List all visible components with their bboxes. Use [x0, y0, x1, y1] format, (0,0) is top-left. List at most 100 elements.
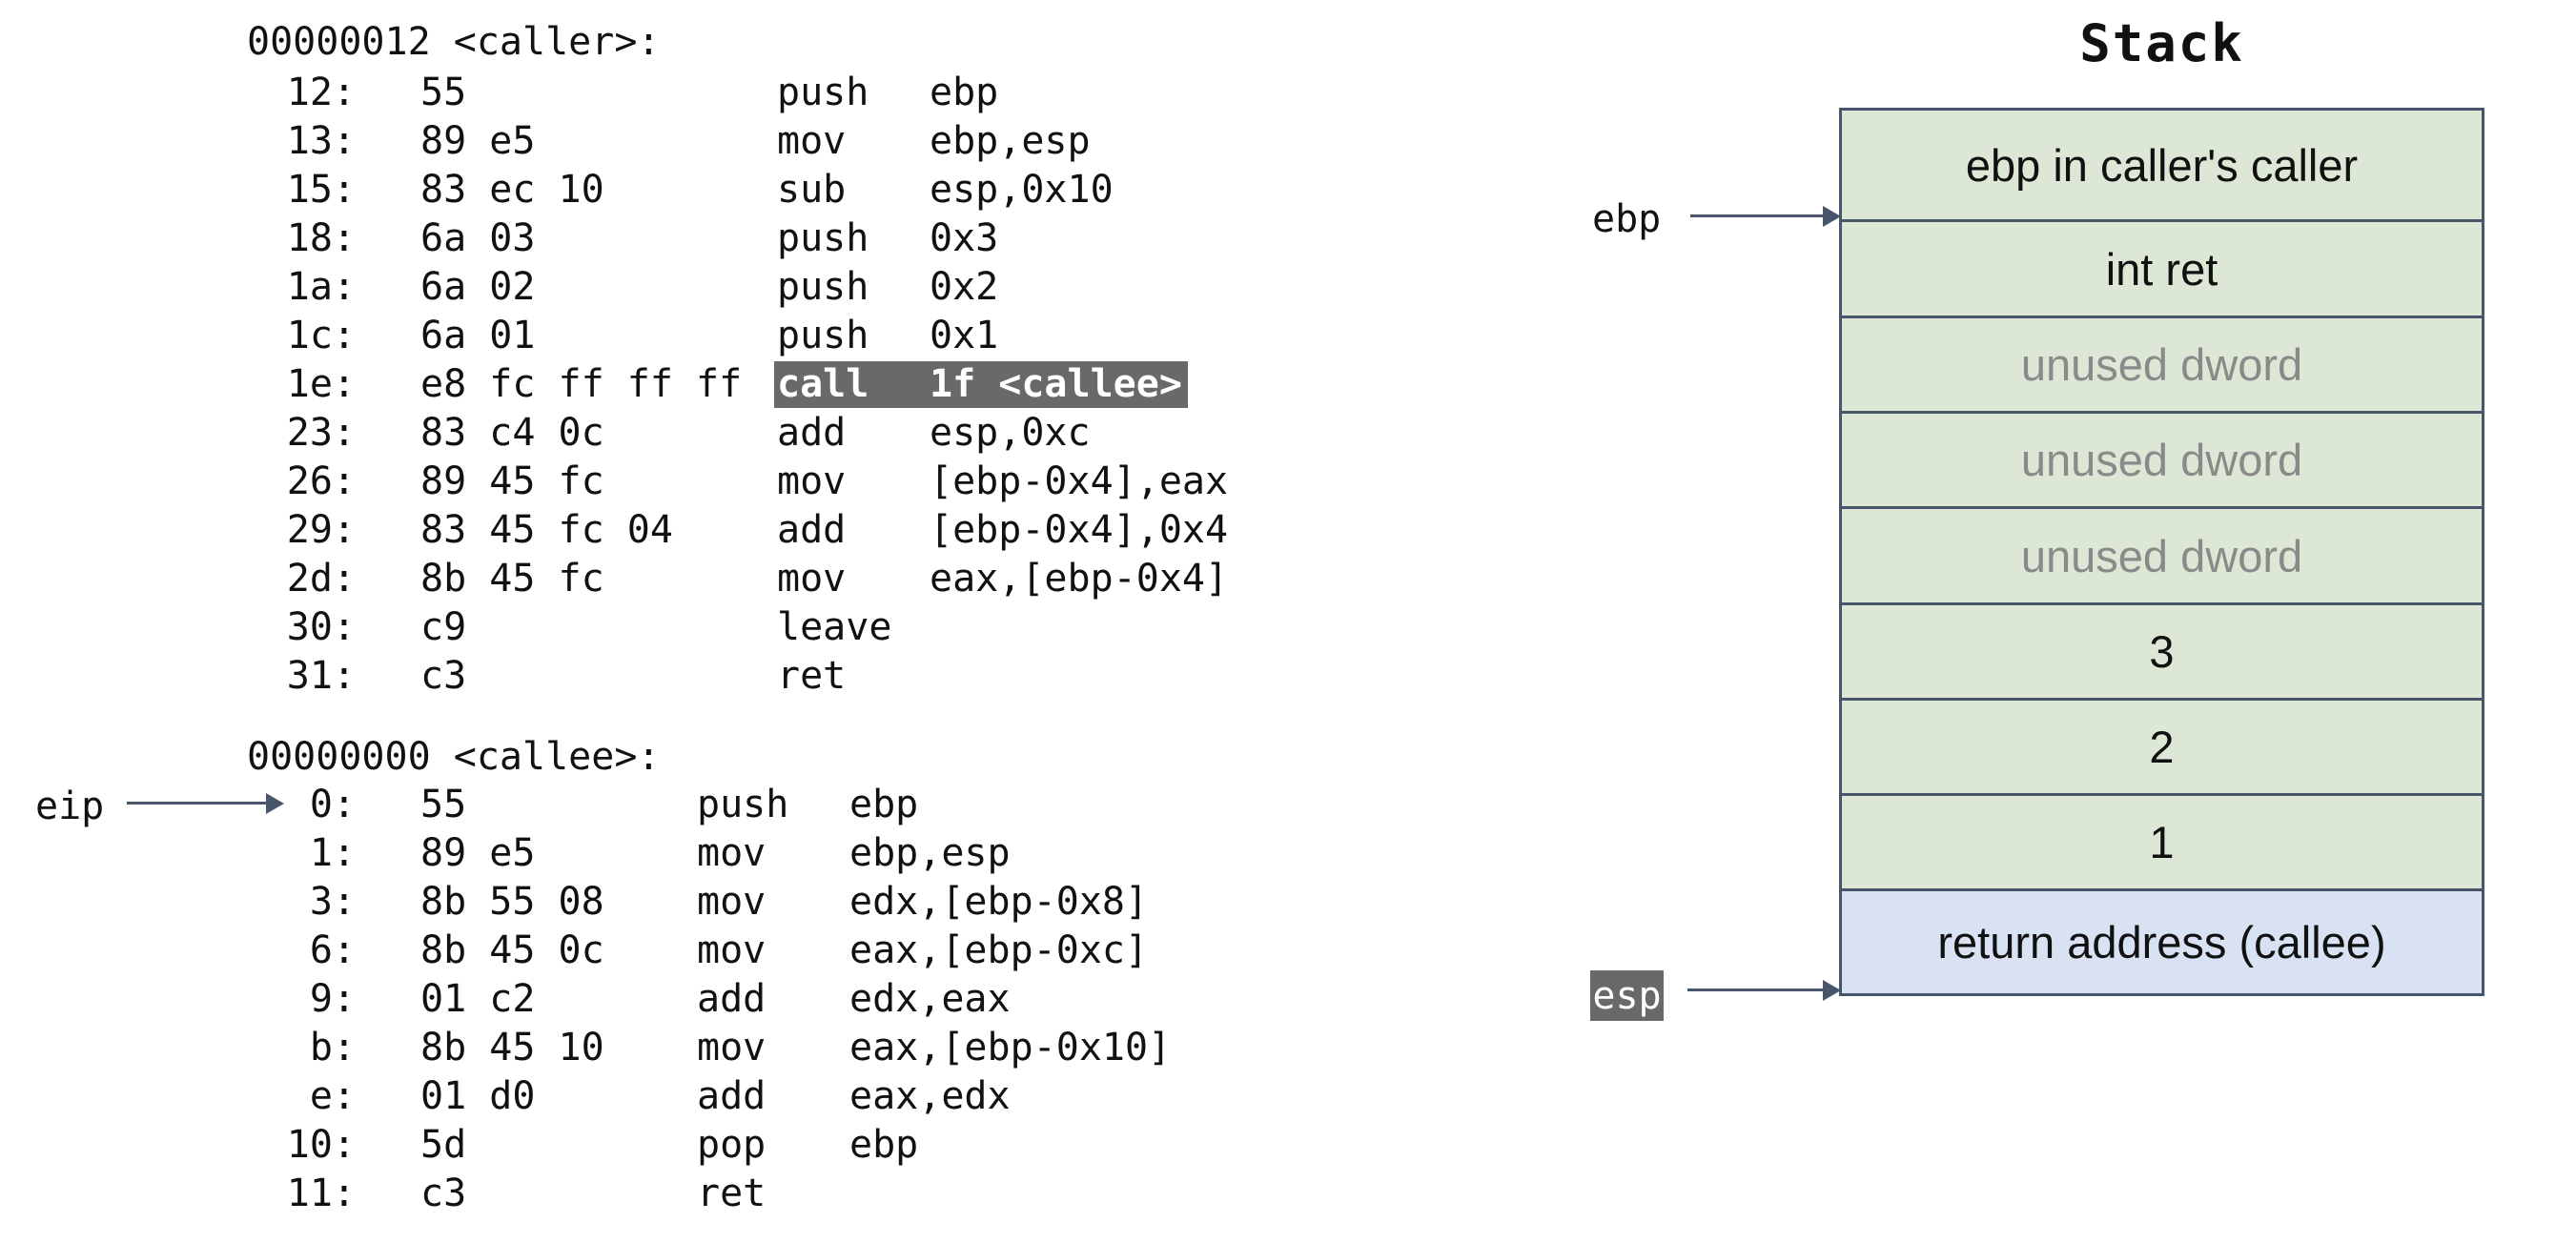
- asm-address: 11:: [286, 1172, 356, 1215]
- asm-opcode-bytes: 55: [420, 783, 467, 826]
- asm-address: 10:: [286, 1123, 356, 1167]
- asm-opcode-bytes: c3: [420, 1172, 467, 1215]
- asm-address: 26:: [286, 459, 356, 503]
- eip-arrow-head-icon: [266, 793, 284, 814]
- ebp-arrow-head-icon: [1823, 206, 1841, 227]
- asm-mnemonic: push: [777, 216, 869, 260]
- eip-arrow-line: [127, 802, 266, 805]
- asm-address: b:: [309, 1026, 356, 1070]
- caller-header: 00000012 <caller>:: [247, 20, 661, 64]
- asm-opcode-bytes: 8b 45 10: [420, 1026, 604, 1070]
- asm-address: 31:: [286, 654, 356, 698]
- asm-opcode-bytes: 5d: [420, 1123, 467, 1167]
- asm-opcode-bytes: c9: [420, 605, 467, 649]
- stack-row-label: ebp in caller's caller: [1965, 139, 2359, 191]
- stack-row: unused dword: [1842, 506, 2482, 602]
- asm-mnemonic: push: [777, 314, 869, 357]
- asm-address: 1:: [309, 831, 356, 875]
- stack-row: unused dword: [1842, 316, 2482, 411]
- stack-row-label: 3: [2149, 626, 2175, 677]
- asm-address: 30:: [286, 605, 356, 649]
- stack-row-label: 2: [2149, 722, 2175, 772]
- asm-mnemonic: ret: [697, 1172, 767, 1215]
- asm-operands: esp,0xc: [930, 411, 1091, 455]
- asm-opcode-bytes: 89 e5: [420, 831, 536, 875]
- asm-mnemonic: ret: [777, 654, 847, 698]
- asm-mnemonic: mov: [697, 880, 767, 924]
- stack-row-label: int ret: [2105, 243, 2218, 295]
- stack-row: 1: [1842, 793, 2482, 888]
- asm-mnemonic: leave: [777, 605, 892, 649]
- asm-opcode-bytes: 83 c4 0c: [420, 411, 604, 455]
- asm-opcode-bytes: 89 e5: [420, 119, 536, 163]
- asm-address: 15:: [286, 168, 356, 212]
- stack-row: int ret: [1842, 219, 2482, 316]
- asm-address: 6:: [309, 928, 356, 972]
- asm-opcode-bytes: 89 45 fc: [420, 459, 604, 503]
- caller-disassembly: 00000012 <caller>: 12: 55 push ebp 13: 89 e5 m…: [0, 18, 1228, 698]
- asm-opcode-bytes: e8 fc ff ff ff: [420, 362, 743, 406]
- asm-mnemonic: add: [697, 1074, 767, 1118]
- asm-mnemonic: pop: [697, 1123, 767, 1167]
- asm-mnemonic: push: [777, 71, 869, 114]
- asm-operands: [ebp-0x4],0x4: [930, 508, 1229, 552]
- asm-address: e:: [309, 1074, 356, 1118]
- asm-mnemonic: mov: [777, 119, 847, 163]
- stack-row: return address (callee): [1842, 888, 2482, 993]
- asm-address: 12:: [286, 71, 356, 114]
- stack-row-label: return address (callee): [1937, 917, 2386, 968]
- asm-operands: [ebp-0x4],eax: [930, 459, 1229, 503]
- esp-arrow-line: [1687, 988, 1825, 991]
- asm-operands: eax,[ebp-0x4]: [930, 557, 1229, 601]
- stack-row: 2: [1842, 698, 2482, 793]
- asm-mnemonic: push: [697, 783, 789, 826]
- asm-operands: eax,edx: [849, 1074, 1011, 1118]
- stack-row: 3: [1842, 602, 2482, 698]
- asm-operands: 0x2: [930, 265, 999, 309]
- asm-mnemonic: add: [777, 508, 847, 552]
- asm-opcode-bytes: 6a 03: [420, 216, 536, 260]
- asm-mnemonic: call: [777, 362, 869, 406]
- asm-address: 18:: [286, 216, 356, 260]
- asm-mnemonic: add: [697, 977, 767, 1021]
- asm-operands: 1f <callee>: [930, 362, 1182, 406]
- stack-diagram: ebp in caller's caller int ret unused dwor…: [1839, 108, 2484, 996]
- esp-arrow-head-icon: [1823, 980, 1841, 1001]
- asm-address: 1e:: [286, 362, 356, 406]
- esp-register-badge: esp: [1590, 970, 1664, 1021]
- asm-opcode-bytes: 01 d0: [420, 1074, 536, 1118]
- asm-address: 13:: [286, 119, 356, 163]
- callee-header: 00000000 <callee>:: [247, 735, 661, 779]
- asm-mnemonic: mov: [697, 1026, 767, 1070]
- asm-operands: esp,0x10: [930, 168, 1114, 212]
- stack-row-label: unused dword: [2020, 435, 2303, 485]
- asm-opcode-bytes: 55: [420, 71, 467, 114]
- asm-operands: eax,[ebp-0xc]: [849, 928, 1149, 972]
- call-instruction-highlight: call 1f <callee>: [774, 361, 1188, 408]
- asm-address: 23:: [286, 411, 356, 455]
- asm-operands: ebp: [849, 1123, 919, 1167]
- asm-opcode-bytes: 8b 45 0c: [420, 928, 604, 972]
- asm-operands: edx,[ebp-0x8]: [849, 880, 1149, 924]
- asm-address: 0:: [309, 783, 356, 826]
- asm-mnemonic: mov: [777, 459, 847, 503]
- asm-opcode-bytes: 6a 02: [420, 265, 536, 309]
- stack-title: Stack: [2079, 13, 2244, 73]
- stack-row-label: 1: [2149, 817, 2175, 867]
- stack-row-label: unused dword: [2020, 339, 2303, 390]
- asm-operands: ebp: [930, 71, 999, 114]
- asm-operands: 0x1: [930, 314, 999, 357]
- asm-opcode-bytes: 6a 01: [420, 314, 536, 357]
- asm-operands: ebp,esp: [849, 831, 1011, 875]
- asm-opcode-bytes: 83 45 fc 04: [420, 508, 673, 552]
- asm-opcode-bytes: 8b 55 08: [420, 880, 604, 924]
- asm-mnemonic: mov: [697, 928, 767, 972]
- ebp-register-label: ebp: [1592, 197, 1662, 241]
- asm-operands: eax,[ebp-0x10]: [849, 1026, 1172, 1070]
- asm-address: 1a:: [286, 265, 356, 309]
- asm-opcode-bytes: 8b 45 fc: [420, 557, 604, 601]
- asm-operands: edx,eax: [849, 977, 1011, 1021]
- stack-row-label: unused dword: [2020, 530, 2303, 581]
- asm-mnemonic: mov: [777, 557, 847, 601]
